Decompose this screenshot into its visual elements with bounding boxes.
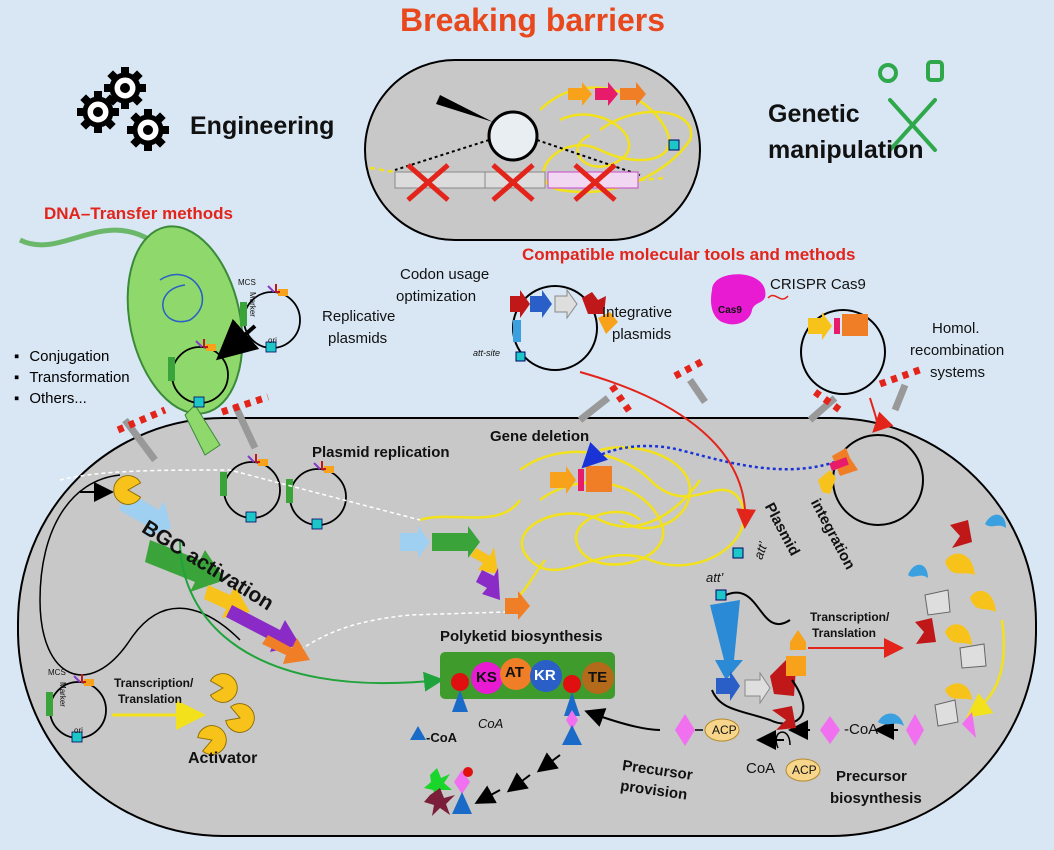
precursor-biosynthesis-1: Precursor — [836, 768, 907, 785]
ori-label-activator: ori — [74, 726, 83, 735]
precursor-biosynthesis-2: biosynthesis — [830, 790, 922, 807]
transcription-label-right-2: Translation — [812, 626, 877, 640]
coa-dash-right: -CoA — [844, 721, 879, 738]
transcription-label-left-1: Transcription/ — [114, 676, 194, 690]
crispr-label: CRISPR Cas9 — [770, 276, 866, 293]
acp-label-2: ACP — [792, 763, 817, 777]
tools-icon — [878, 60, 944, 152]
method-item: Conjugation — [14, 348, 130, 365]
homol-label-3: systems — [930, 364, 986, 381]
marker-label-activator: Marker — [57, 682, 67, 707]
activator-label: Activator — [188, 750, 258, 767]
dna-transfer-heading: DNA–Transfer methods — [44, 204, 233, 223]
att-prime-label-2: att’ — [706, 570, 724, 585]
coa-italic-label: CoA — [478, 716, 504, 731]
plasmid-replication-label: Plasmid replication — [312, 444, 450, 461]
acp-label-1: ACP — [712, 723, 737, 737]
ks-domain: KS — [476, 669, 497, 686]
mcs-label-activator: MCS — [48, 668, 66, 677]
gene-deletion-label: Gene deletion — [490, 428, 590, 445]
kr-domain: KR — [534, 667, 556, 684]
codon-label-2: optimization — [396, 288, 477, 305]
compatible-tools-heading: Compatible molecular tools and methods — [522, 245, 856, 264]
coa-label: CoA — [746, 760, 776, 777]
genetic-label: Genetic — [768, 100, 860, 128]
replicative-label-1: Replicative — [322, 308, 396, 325]
homol-label-2: recombination — [910, 342, 1005, 359]
method-item: Transformation — [14, 369, 129, 386]
te-domain: TE — [588, 669, 608, 686]
coa-dash-left: -CoA — [426, 730, 458, 745]
dna-transfer-methods: Conjugation Transformation Others... — [14, 348, 130, 411]
transcription-label-left-2: Translation — [118, 692, 183, 706]
transcription-label-right-1: Transcription/ — [810, 610, 890, 624]
method-item: Others... — [14, 390, 130, 407]
integrative-label-2: plasmids — [612, 326, 672, 343]
engineering-label: Engineering — [190, 112, 335, 140]
marker-label: Marker — [247, 292, 257, 317]
cas9-label: Cas9 — [718, 305, 742, 316]
replicative-label-2: plasmids — [328, 330, 388, 347]
mcs-label: MCS — [238, 278, 256, 287]
manipulation-label: manipulation — [768, 136, 924, 164]
codon-label-1: Codon usage — [400, 266, 490, 283]
homol-label-1: Homol. — [932, 320, 980, 337]
polyketid-label: Polyketid biosynthesis — [440, 628, 603, 645]
ori-label: ori — [268, 336, 277, 345]
at-domain: AT — [505, 664, 524, 681]
att-site-label: att-site — [473, 348, 501, 358]
page-title: Breaking barriers — [400, 2, 666, 38]
integrative-label-1: Integrative — [602, 304, 673, 321]
